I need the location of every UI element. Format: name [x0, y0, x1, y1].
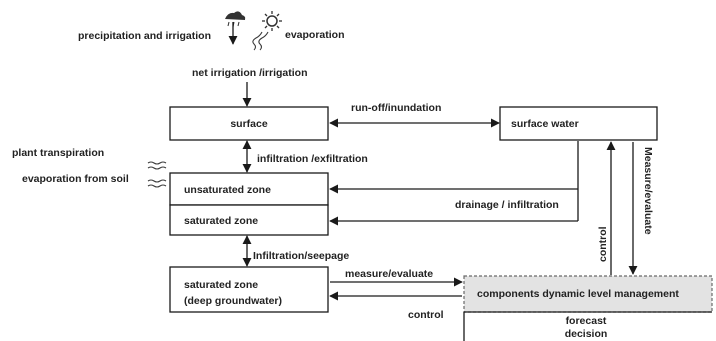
components-label: components dynamic level management [477, 288, 679, 300]
saturated-zone-box [169, 204, 329, 236]
sun-icon [262, 11, 282, 31]
forecast-label: forecast [566, 315, 607, 327]
soil-evaporation-squiggle [147, 179, 167, 183]
plant-transpiration-label: plant transpiration [12, 147, 104, 159]
evaporation-soil-label: evaporation from soil [22, 173, 129, 185]
deep-groundwater-box [169, 266, 329, 313]
saturated-zone-label: saturated zone [184, 215, 258, 227]
control-vertical-label: control [597, 226, 609, 262]
drainage-label: drainage / infiltration [455, 199, 559, 211]
infiltration-exfiltration-label: infiltration /exfiltration [257, 153, 368, 165]
unsaturated-zone-label: unsaturated zone [184, 184, 271, 196]
runoff-label: run-off/inundation [351, 102, 441, 114]
soil-evaporation-squiggle-2 [147, 184, 167, 188]
surface-label: surface [230, 118, 268, 130]
deep-saturated-label-2: (deep groundwater) [184, 295, 282, 307]
surface-water-label: surface water [511, 118, 579, 130]
evaporation-squiggle-top-2 [258, 31, 269, 51]
surface-water-box [499, 106, 658, 141]
net-irrigation-label: net irrigation /irrigation [192, 67, 308, 79]
decision-label: decision [565, 328, 608, 340]
infiltration-seepage-label: Infiltration/seepage [253, 250, 349, 262]
measure-evaluate-label: measure/evaluate [345, 268, 433, 280]
surface-box [169, 106, 329, 141]
control-bottom-label: control [408, 309, 444, 321]
evaporation-squiggle-top [252, 31, 263, 51]
rain-cloud-icon [225, 11, 246, 28]
transpiration-squiggle-2 [147, 166, 167, 170]
components-box [463, 275, 713, 313]
transpiration-squiggle [147, 161, 167, 165]
precipitation-label: precipitation and irrigation [78, 30, 211, 42]
measure-evaluate-vertical-label: Measure/evaluate [642, 147, 654, 235]
evaporation-top-label: evaporation [285, 29, 345, 41]
deep-saturated-label-1: saturated zone [184, 279, 258, 291]
